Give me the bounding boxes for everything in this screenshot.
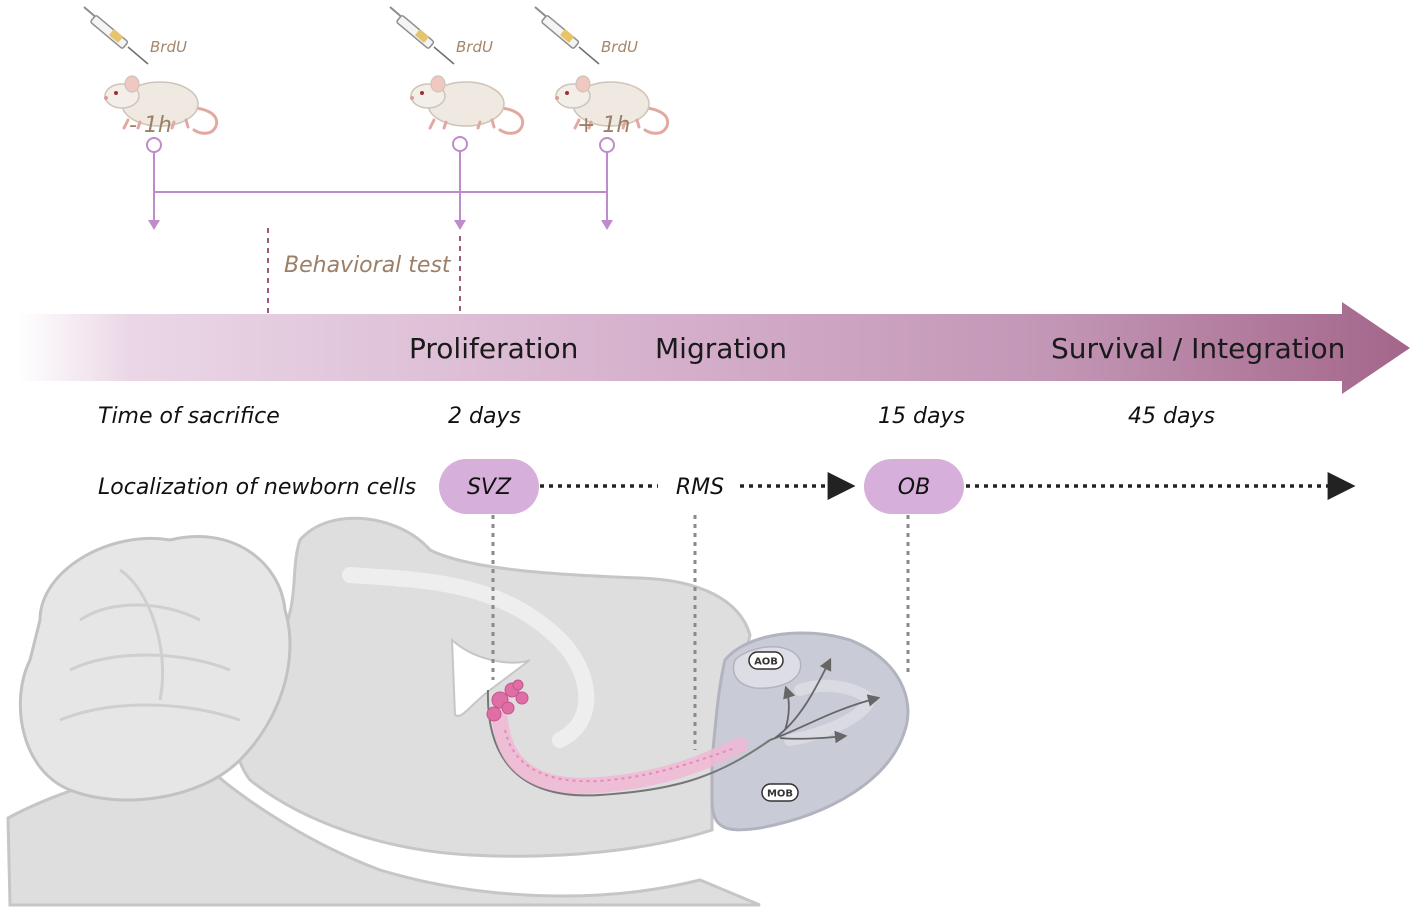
brdu-label-2: BrdU: [456, 38, 493, 56]
sacrifice-row: Time of sacrifice 2 days 15 days 45 days: [98, 404, 1215, 429]
behavioral-test-markers: Behavioral test: [267, 228, 461, 314]
sacrifice-time-2: 15 days: [878, 404, 965, 429]
phase-survival-integration: Survival / Integration: [1051, 332, 1345, 365]
svg-text:AOB: AOB: [754, 657, 778, 668]
injection-time-3: + 1h: [577, 113, 630, 138]
phase-proliferation: Proliferation: [409, 332, 578, 365]
brdu-label-3: BrdU: [601, 38, 638, 56]
localization-row: Localization of newborn cells SVZ RMS OB: [98, 459, 1356, 750]
region-ob: OB: [864, 459, 964, 514]
brain-illustration: AOB MOB: [6, 516, 910, 907]
phase-migration: Migration: [655, 332, 787, 365]
behavioral-test-label: Behavioral test: [284, 253, 452, 278]
mouse-icon: [408, 74, 525, 135]
region-rms: RMS: [676, 475, 724, 500]
injection-group-2: BrdU: [389, 6, 525, 135]
localization-label: Localization of newborn cells: [98, 475, 416, 500]
svg-text:OB: OB: [898, 475, 930, 500]
brdu-label-1: BrdU: [150, 38, 187, 56]
syringe-icon: [389, 6, 455, 65]
sacrifice-time-1: 2 days: [448, 404, 521, 429]
injection-group-1: BrdU - 1h: [83, 6, 219, 138]
mob-label: MOB: [761, 783, 799, 802]
region-svz: SVZ: [439, 459, 539, 514]
sacrifice-time-3: 45 days: [1128, 404, 1215, 429]
syringe-icon: [534, 6, 600, 65]
syringe-icon: [83, 6, 149, 65]
phase-arrow: Proliferation Migration Survival / Integ…: [18, 302, 1410, 394]
injection-time-1: - 1h: [129, 113, 172, 138]
injection-timeline: [146, 136, 615, 230]
sacrifice-label: Time of sacrifice: [98, 404, 280, 429]
svg-text:MOB: MOB: [767, 789, 793, 800]
svz-cell-cluster: [486, 679, 529, 722]
svg-text:RMS: RMS: [676, 475, 724, 500]
aob-label: AOB: [748, 651, 784, 670]
svg-text:SVZ: SVZ: [467, 475, 512, 500]
injection-group-3: BrdU + 1h: [534, 6, 670, 138]
